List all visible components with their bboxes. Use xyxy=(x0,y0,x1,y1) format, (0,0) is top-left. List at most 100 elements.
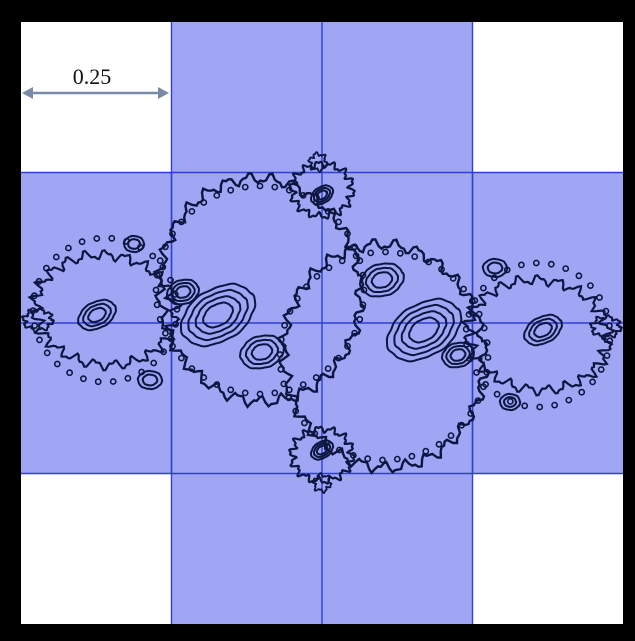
scale-label: 0.25 xyxy=(73,64,112,89)
lobe-bump xyxy=(285,386,293,394)
side-bump xyxy=(35,277,43,285)
lobe-bump xyxy=(200,199,208,206)
lobe-bump xyxy=(156,315,164,323)
right-spiral xyxy=(400,310,448,350)
lobe-bump xyxy=(213,381,221,388)
left-spiral xyxy=(194,295,242,335)
outer-left-spiral xyxy=(77,298,117,332)
lobe-bump xyxy=(335,354,342,362)
side-bump xyxy=(52,253,60,261)
side-bump xyxy=(109,378,117,385)
right-tip xyxy=(588,314,623,341)
small-spiral xyxy=(126,238,142,250)
grid-cell xyxy=(21,172,172,323)
lobe-bump xyxy=(449,274,457,282)
outer-right-spiral xyxy=(523,313,563,347)
lobe-bump xyxy=(292,407,300,415)
lobe-bump xyxy=(161,329,169,337)
scale-arrow-left-head xyxy=(22,87,33,99)
lobe-bump xyxy=(188,365,196,372)
lobe-bump xyxy=(483,339,491,347)
lobe-bump xyxy=(422,447,430,455)
lobe-bump xyxy=(411,253,419,260)
side-bump xyxy=(78,238,86,246)
right-spiral xyxy=(408,316,440,344)
lobe-bump xyxy=(408,452,416,460)
grid-cell xyxy=(322,22,473,173)
top-bulb xyxy=(287,160,356,220)
small-spiral xyxy=(250,343,274,361)
lobe-bump xyxy=(299,381,307,388)
scale-arrow-right-head xyxy=(158,87,169,99)
grid-cell xyxy=(472,172,623,323)
small-spiral xyxy=(370,271,394,289)
side-bump xyxy=(36,336,43,344)
small-spiral xyxy=(502,396,518,408)
side-bump xyxy=(578,388,586,396)
side-bump xyxy=(167,276,174,284)
small-spiral xyxy=(174,285,192,299)
side-bump xyxy=(493,390,501,398)
side-bump xyxy=(172,320,179,328)
lobe-bump xyxy=(484,354,492,361)
small-spiral xyxy=(170,282,196,302)
bottom-tip xyxy=(311,472,333,494)
side-bump xyxy=(565,396,573,404)
small-spiral xyxy=(498,392,522,412)
lobe-bump xyxy=(382,248,389,256)
lobe-bump xyxy=(312,374,320,381)
small-spiral xyxy=(141,373,159,387)
lobe-bump xyxy=(241,389,249,397)
top-spiral xyxy=(312,186,332,204)
lobe-bump xyxy=(351,243,358,251)
side-bump xyxy=(551,401,558,409)
top-spiral xyxy=(310,184,335,206)
lobe-bump xyxy=(352,252,360,260)
lobe-bump xyxy=(447,432,455,439)
small-spiral xyxy=(136,369,164,391)
side-bump xyxy=(521,402,529,410)
right-spiral xyxy=(393,303,455,357)
lobe-bump xyxy=(367,249,375,257)
side-bump xyxy=(606,337,614,345)
side-bump xyxy=(31,322,39,329)
side-bump xyxy=(43,264,50,272)
lobe-bump xyxy=(425,258,432,266)
side-bump xyxy=(597,366,605,373)
side-bump xyxy=(173,305,181,313)
side-bump xyxy=(506,397,514,405)
lobe-bump xyxy=(364,455,372,463)
lobe-bump xyxy=(435,440,443,448)
grid-cell xyxy=(322,473,473,624)
outer-left-lobe xyxy=(27,249,183,372)
small-spiral xyxy=(481,257,509,279)
small-spiral xyxy=(364,266,399,293)
lobe-bump xyxy=(286,307,294,315)
side-bump xyxy=(108,234,116,242)
side-bump xyxy=(53,360,61,368)
side-bump xyxy=(473,369,480,376)
outer-right-spiral xyxy=(533,321,553,339)
side-bump xyxy=(124,374,132,382)
lobe-bump xyxy=(169,342,176,350)
lobe-bump xyxy=(356,315,364,323)
left-tip xyxy=(20,307,55,334)
small-spiral xyxy=(359,262,405,298)
side-bump xyxy=(482,380,489,388)
side-bump xyxy=(66,369,73,377)
lobe-bump xyxy=(161,243,169,251)
side-bump xyxy=(471,297,479,304)
grid-cell xyxy=(171,473,322,624)
lobe-bump xyxy=(379,456,386,464)
lobe-bump xyxy=(188,207,196,215)
side-bump xyxy=(159,263,167,271)
side-bump xyxy=(31,292,38,300)
side-bump xyxy=(596,294,603,301)
side-bump xyxy=(167,335,175,343)
lobe-bump xyxy=(325,264,333,272)
lobe-bump xyxy=(300,419,308,427)
side-bump xyxy=(606,322,613,330)
lobe-bump xyxy=(271,389,279,397)
lobe-bump xyxy=(280,380,288,388)
